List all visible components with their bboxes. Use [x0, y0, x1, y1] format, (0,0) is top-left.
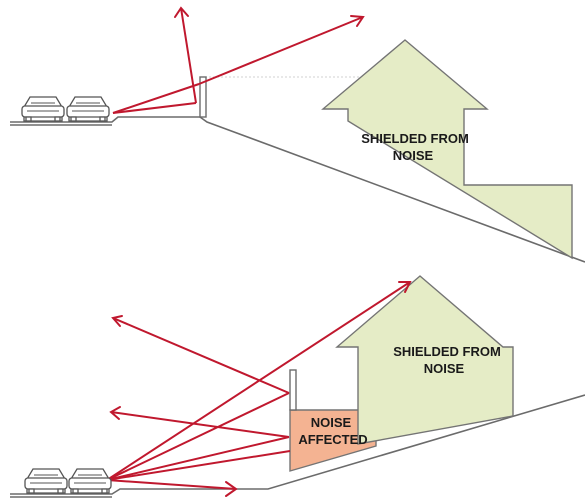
top-noise-wall — [199, 76, 207, 118]
bottom-ray-3 — [106, 281, 411, 481]
top-noise-rays — [112, 6, 365, 114]
top-ground — [10, 116, 585, 263]
top-car-right — [66, 96, 110, 122]
top-ray-2 — [112, 83, 200, 114]
noise-affected-label-line1: NOISE — [311, 415, 352, 430]
bottom-house-label-line2: NOISE — [424, 361, 465, 376]
top-car-left — [21, 96, 65, 122]
top-house-shielded — [321, 39, 573, 260]
top-arrowhead-3 — [174, 6, 189, 18]
bottom-noise-wall — [289, 369, 297, 411]
noise-affected-label-line2: AFFECTED — [298, 432, 367, 447]
bottom-arrowhead-1 — [111, 315, 123, 327]
top-scene: SHIELDED FROM NOISE — [10, 6, 585, 263]
bottom-car-right — [68, 468, 112, 494]
bottom-scene: SHIELDED FROM NOISE NOISE AFFECTED — [10, 275, 585, 498]
top-ray-4 — [198, 16, 364, 85]
bottom-arrowhead-2 — [109, 406, 121, 420]
bottom-ray-2-reflect — [110, 411, 290, 438]
bottom-house-label-line1: SHIELDED FROM — [393, 344, 501, 359]
bottom-car-left — [24, 468, 68, 494]
bottom-house-shielded — [335, 275, 514, 445]
top-ray-3 — [180, 7, 197, 104]
bottom-ray-1-reflect — [112, 317, 290, 394]
bottom-ray-5 — [106, 479, 237, 490]
bottom-ground — [10, 394, 585, 495]
bottom-ray-2 — [106, 436, 290, 481]
bottom-arrowhead-3 — [398, 281, 412, 293]
bottom-noise-rays — [106, 281, 412, 497]
bottom-ray-1 — [106, 392, 290, 481]
top-ray-1 — [112, 102, 197, 114]
bottom-ray-4 — [106, 450, 291, 481]
top-house-label-line2: NOISE — [393, 148, 434, 163]
top-arrowhead-4 — [350, 15, 365, 27]
top-house-label-line1: SHIELDED FROM — [361, 131, 469, 146]
bottom-arrowhead-5 — [225, 481, 238, 497]
